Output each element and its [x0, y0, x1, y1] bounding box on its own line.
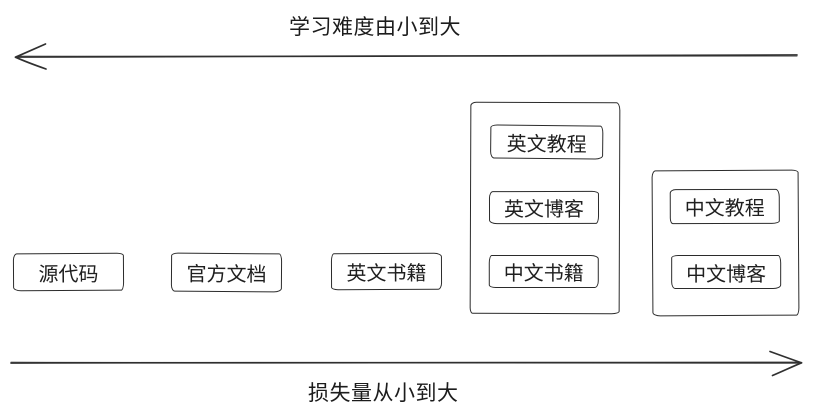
top-arrow-head-upper: [14, 43, 47, 59]
top-arrow-line-sketch: [16, 55, 798, 58]
node-english-books: 英文书籍: [330, 252, 443, 291]
node-label: 英文教程: [506, 133, 587, 156]
node-english-tutorials: 英文教程: [490, 124, 604, 160]
node-label: 中文博客: [686, 263, 767, 286]
node-chinese-blogs: 中文博客: [671, 254, 782, 290]
node-label: 英文博客: [503, 198, 585, 222]
node-source-code: 源代码: [12, 252, 125, 292]
bottom-arrow-head-upper: [769, 350, 803, 364]
top-arrow-head-lower: [14, 56, 47, 70]
bottom-arrow-line-sketch: [10, 361, 800, 365]
node-label: 中文教程: [684, 197, 765, 221]
bottom-axis-arrow-right: [10, 350, 803, 377]
top-arrow-line: [16, 54, 798, 58]
bottom-arrow-line: [10, 361, 801, 364]
node-label: 源代码: [38, 263, 99, 286]
node-chinese-books: 中文书籍: [488, 254, 599, 289]
group-box-chinese-resources: 中文教程 中文博客: [651, 169, 800, 317]
top-axis-arrow-left: [14, 43, 798, 70]
bottom-arrow-head-lower: [771, 361, 803, 377]
node-chinese-tutorials: 中文教程: [669, 188, 780, 225]
bottom-axis-label: 损失量从小到大: [308, 382, 459, 405]
node-label: 官方文档: [186, 263, 267, 287]
top-axis-label: 学习难度由小到大: [289, 16, 461, 39]
node-label: 英文书籍: [346, 262, 427, 286]
node-label: 中文书籍: [503, 262, 584, 286]
node-english-blogs: 英文博客: [488, 190, 600, 225]
group-box-english-resources: 英文教程 英文博客 中文书籍: [469, 101, 621, 315]
node-official-docs: 官方文档: [170, 252, 283, 293]
